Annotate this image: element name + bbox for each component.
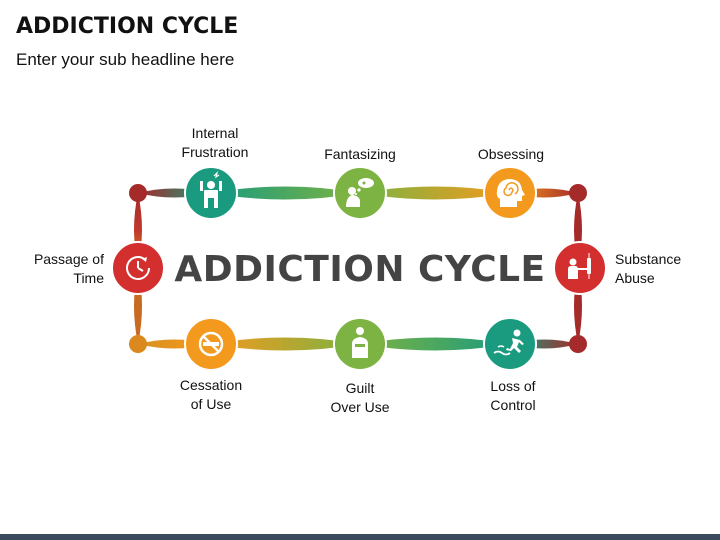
label-line: Passage of <box>33 251 104 267</box>
page-title: ADDICTION CYCLE <box>16 14 239 39</box>
slipping-person-icon <box>493 329 524 356</box>
node-substance-abuse <box>553 241 607 295</box>
label-line: Abuse <box>615 270 655 286</box>
label-line: Control <box>490 397 536 413</box>
label-line: Over Use <box>330 399 390 415</box>
page-subtitle: Enter your sub headline here <box>16 50 235 69</box>
label-substance-abuse: Substance Abuse <box>615 250 715 288</box>
label-guilt-over-use: Guilt Over Use <box>300 379 420 417</box>
label-line: Cessation <box>179 377 243 393</box>
label-line: Guilt <box>345 380 375 396</box>
node-passage-of-time <box>111 241 165 295</box>
connector-bottom-2 <box>360 337 510 351</box>
node-cessation-of-use <box>184 317 238 371</box>
footer-bar <box>0 534 720 540</box>
connector-top-1 <box>211 186 360 200</box>
label-loss-of-control: Loss of Control <box>453 377 573 415</box>
node-fantasizing <box>333 166 387 220</box>
clock-icon <box>126 256 150 280</box>
label-internal-frustration: Internal Frustration <box>155 124 275 162</box>
connector-bottom-1 <box>211 337 360 351</box>
corner-dot-top-left <box>129 184 147 202</box>
node-obsessing <box>483 166 537 220</box>
label-line: of Use <box>190 396 232 412</box>
diagram-center-title: ADDICTION CYCLE <box>174 249 546 290</box>
label-line: Internal <box>191 125 239 141</box>
corner-dot-bottom-right <box>569 335 587 353</box>
label-line: Time <box>73 270 104 286</box>
dreaming-person-icon <box>346 178 374 207</box>
guilty-person-icon <box>352 327 368 358</box>
label-obsessing: Obsessing <box>451 145 571 164</box>
label-line: Frustration <box>181 144 249 160</box>
label-line: Fantasizing <box>324 146 396 162</box>
no-smoking-icon <box>198 331 224 357</box>
label-cessation-of-use: Cessation of Use <box>151 376 271 414</box>
connector-top-2 <box>360 186 510 200</box>
label-passage-of-time: Passage of Time <box>4 250 104 288</box>
node-internal-frustration <box>184 166 238 220</box>
node-guilt-over-use <box>333 317 387 371</box>
label-fantasizing: Fantasizing <box>300 145 420 164</box>
label-line: Substance <box>615 251 682 267</box>
label-line: Loss of <box>490 378 536 394</box>
syringe-person-icon <box>568 253 591 279</box>
node-loss-of-control <box>483 317 537 371</box>
label-line: Obsessing <box>477 146 545 162</box>
corner-dot-bottom-left <box>129 335 147 353</box>
corner-dot-top-right <box>569 184 587 202</box>
frustrated-person-icon <box>200 171 222 208</box>
spiral-head-icon <box>496 179 525 207</box>
